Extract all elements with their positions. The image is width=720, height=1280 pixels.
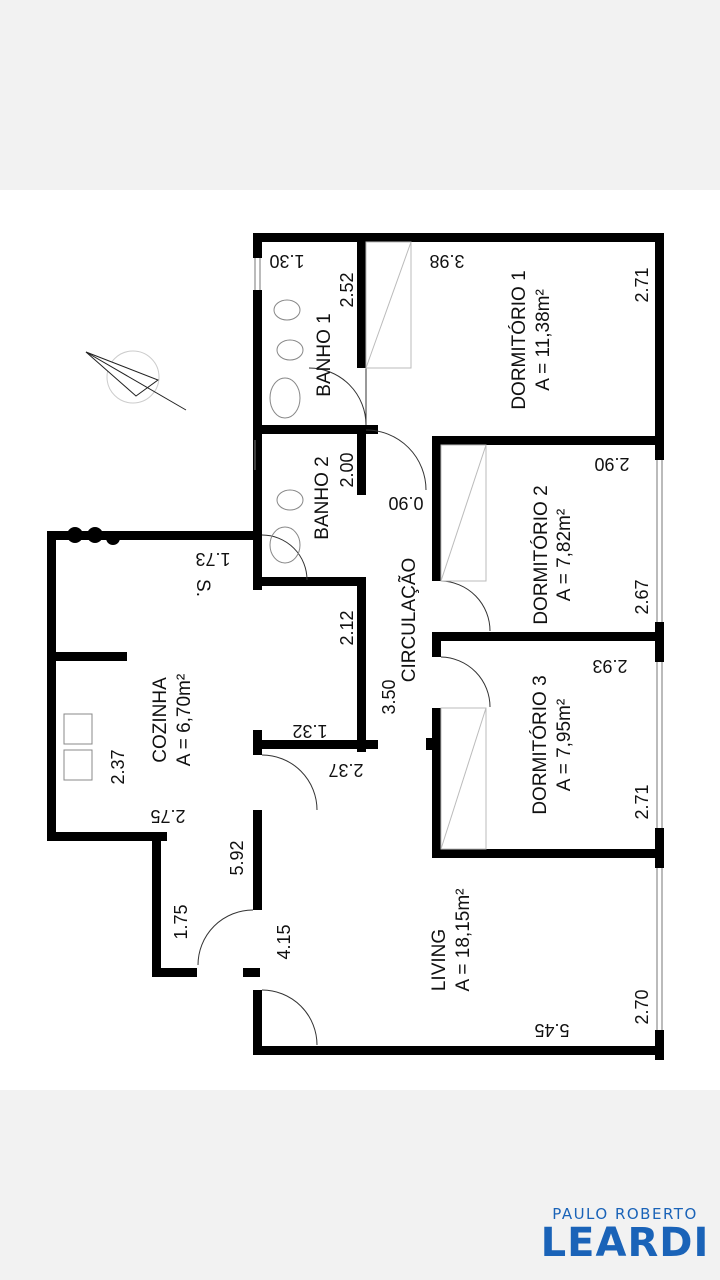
dim-2-90: 2.90 [594,454,629,474]
dim-2-37-b: 2.37 [108,749,128,784]
banho1-name: BANHO 1 [314,313,335,396]
dim-2-71-b: 2.71 [632,784,652,819]
dim-2-67: 2.67 [632,579,652,614]
dim-2-70: 2.70 [632,989,652,1024]
dim-1-32: 1.32 [292,721,327,741]
brand-logo: PAULO ROBERTO LEARDI [540,1205,710,1263]
dormitorio1-area: A = 11,38m² [533,289,554,391]
bathroom-fixtures [63,299,304,781]
dim-2-00: 2.00 [337,452,357,487]
dim-0-90: 0.90 [388,493,423,513]
dim-1-73: 1.73 [195,549,230,569]
dim-2-12: 2.12 [337,610,357,645]
dimension-labels: 1.30 2.52 3.98 2.71 2.00 0.90 2.90 2.67 … [108,251,652,1040]
dim-5-45: 5.45 [534,1020,569,1040]
brand-line1: PAULO ROBERTO [552,1205,698,1223]
north-arrow-icon [85,350,187,411]
brand-line2: LEARDI [540,1220,710,1266]
dim-2-75: 2.75 [150,806,185,826]
dim-2-71-a: 2.71 [632,267,652,302]
kitchen-dots [67,527,120,545]
living-area: A = 18,15m² [453,889,474,992]
circulacao-name: CIRCULAÇÃO [398,558,420,683]
servico-name: S. [192,579,213,597]
dim-5-92: 5.92 [227,840,247,875]
dim-2-93: 2.93 [592,656,627,676]
dim-2-52: 2.52 [337,272,357,307]
cozinha-area: A = 6,70m² [174,674,195,766]
walls [47,233,664,1060]
dormitorio2-area: A = 7,82m² [554,509,575,601]
dormitorio1-name: DORMITÓRIO 1 [508,270,530,409]
dormitorio3-area: A = 7,95m² [554,699,575,791]
door-swings [197,367,491,1046]
dim-2-37-a: 2.37 [328,760,363,780]
cozinha-name: COZINHA [150,677,171,763]
closets [365,241,487,850]
room-labels: DORMITÓRIO 1 A = 11,38m² DORMITÓRIO 2 A … [150,270,575,991]
dormitorio3-name: DORMITÓRIO 3 [529,675,551,814]
dim-1-30: 1.30 [269,251,304,271]
top-background-band [0,0,720,190]
dormitorio2-name: DORMITÓRIO 2 [530,485,552,624]
dim-3-50: 3.50 [379,679,399,714]
windows [254,258,663,1030]
dim-3-98: 3.98 [429,251,464,271]
banho2-name: BANHO 2 [312,456,333,539]
dim-1-75: 1.75 [171,904,191,939]
living-name: LIVING [429,929,450,991]
bottom-background-band [0,1090,720,1280]
dim-4-15: 4.15 [274,924,294,959]
